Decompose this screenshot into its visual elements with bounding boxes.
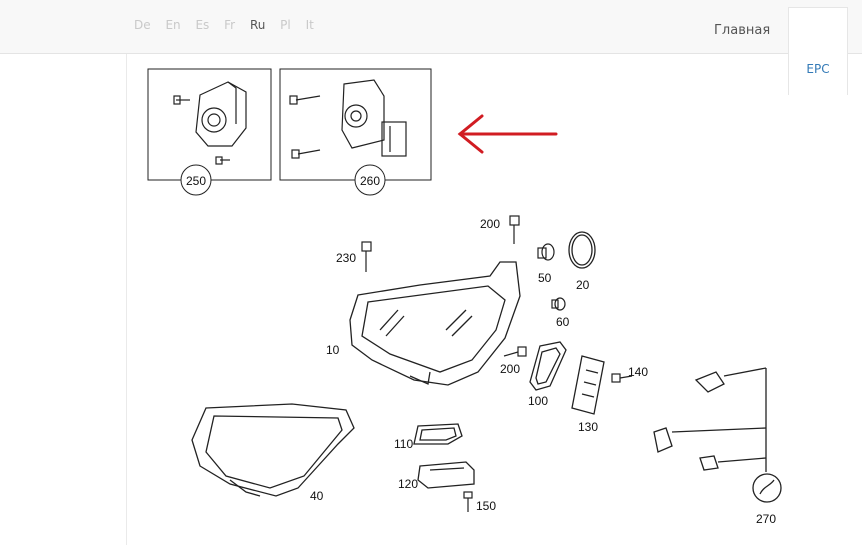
content-divider [126, 54, 127, 545]
callout-250: 250 [180, 164, 212, 196]
headlamp-left-40 [191, 403, 355, 497]
label-250: 250 [186, 174, 206, 188]
screw-150 [463, 491, 473, 512]
lang-pl[interactable]: Pl [280, 18, 291, 32]
label-20: 20 [576, 278, 590, 292]
tab-epc[interactable]: EPC [788, 7, 848, 95]
seal-ring-20 [568, 231, 596, 269]
label-130: 130 [578, 420, 598, 434]
lang-it[interactable]: It [305, 18, 314, 32]
label-260: 260 [360, 174, 380, 188]
bulb-60 [551, 297, 566, 311]
screw-140 [611, 373, 633, 383]
level-motor-250 [173, 81, 247, 165]
label-200-mid: 200 [500, 362, 520, 376]
nav-home-link[interactable]: Главная [714, 23, 771, 38]
wiring-harness-270 [653, 367, 782, 503]
lang-es[interactable]: Es [195, 18, 210, 32]
inset-box-260 [279, 68, 432, 181]
label-120: 120 [398, 477, 418, 491]
red-arrow-icon [457, 114, 558, 154]
label-270: 270 [756, 512, 776, 526]
gasket-100 [529, 341, 567, 391]
label-40: 40 [310, 489, 324, 503]
control-unit-260 [289, 79, 407, 159]
language-switcher: De En Es Fr Ru Pl It [134, 18, 325, 32]
screw-200-top [509, 215, 520, 244]
lang-ru[interactable]: Ru [249, 18, 266, 32]
label-110: 110 [394, 437, 413, 451]
bulb-50 [537, 243, 555, 261]
control-module-130 [571, 355, 605, 415]
screw-230 [361, 241, 372, 272]
label-50: 50 [538, 271, 552, 285]
gasket-110 [413, 423, 463, 445]
headlamp-right-10 [349, 261, 521, 386]
lang-en[interactable]: En [165, 18, 181, 32]
lang-de[interactable]: De [134, 18, 151, 32]
label-230: 230 [336, 251, 356, 265]
callout-260: 260 [354, 164, 386, 196]
screw-200-mid [503, 346, 527, 357]
label-140: 140 [628, 365, 648, 379]
label-200-top: 200 [480, 217, 500, 231]
label-150: 150 [476, 499, 496, 513]
lang-fr[interactable]: Fr [224, 18, 236, 32]
led-module-120 [417, 461, 475, 489]
parts-diagram: 250 260 [147, 68, 782, 526]
top-navbar: De En Es Fr Ru Pl It Главная [0, 0, 862, 54]
label-100: 100 [528, 394, 548, 408]
label-60: 60 [556, 315, 570, 329]
label-10: 10 [326, 343, 340, 357]
